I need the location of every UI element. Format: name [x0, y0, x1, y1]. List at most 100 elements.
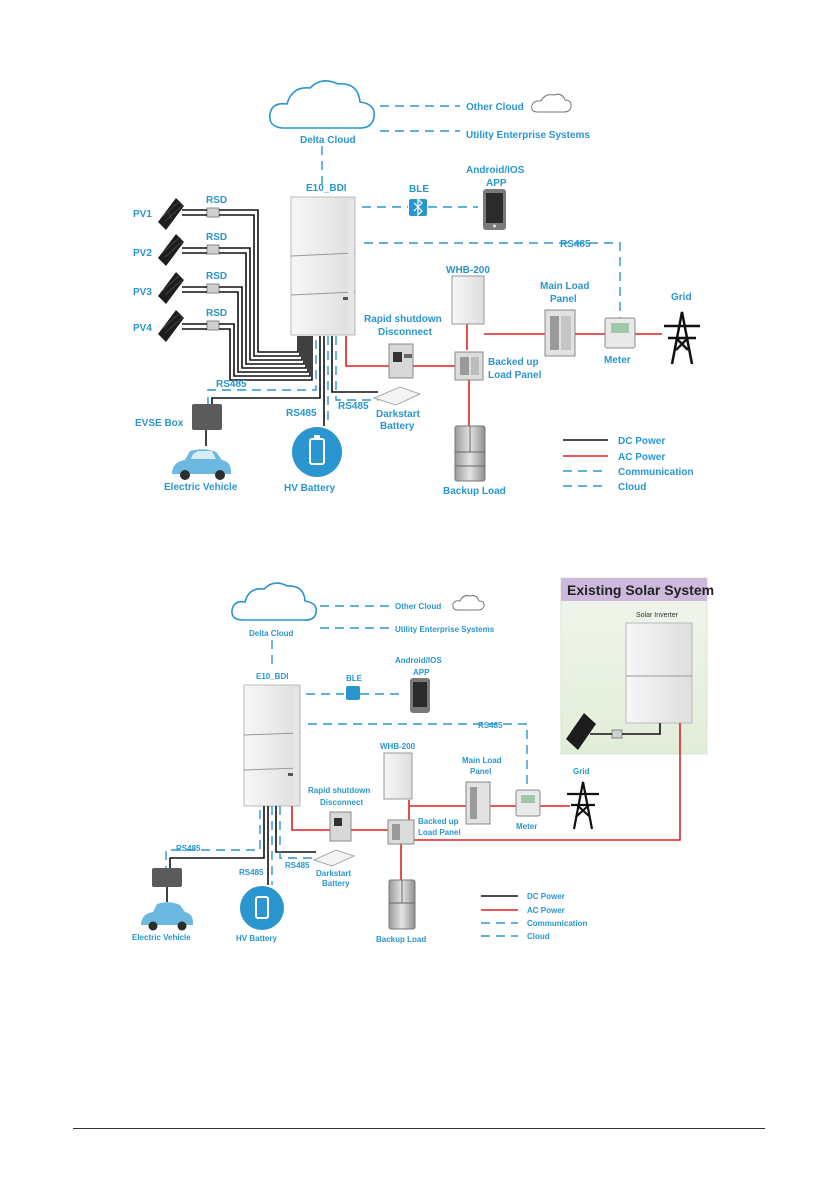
backed-up-panel — [454, 351, 484, 381]
main-load-2-line1: Main Load — [462, 756, 502, 765]
evse-rs485-link — [207, 340, 317, 404]
pv1-label: PV1 — [133, 209, 152, 220]
darkstart-comm-line-2 — [279, 806, 316, 859]
existing-solar-title: Existing Solar System — [567, 582, 714, 598]
inverter-label-2: E10_BDI — [256, 672, 288, 681]
rsd4-box — [206, 320, 220, 331]
pv2-label: PV2 — [133, 248, 152, 259]
pv1-panel-icon — [158, 198, 184, 230]
evse-dc-line — [211, 336, 321, 404]
ac-wiring — [345, 323, 662, 426]
rapid-label-line2: Disconnect — [378, 327, 433, 338]
darkstart-label-2-line1: Darkstart — [316, 869, 351, 878]
ev-rs485-label-2: RS485 — [176, 844, 201, 853]
ev-rs485-link-2 — [165, 810, 261, 868]
ble-label: BLE — [409, 184, 429, 195]
backup-load-label-2: Backup Load — [376, 935, 426, 944]
grid-label: Grid — [671, 292, 692, 303]
existing-pv-panel-icon — [566, 713, 596, 750]
evse-rs485-label: RS485 — [216, 379, 247, 390]
bluetooth-icon-2 — [346, 686, 360, 700]
main-load-2-line2: Panel — [470, 767, 491, 776]
other-cloud-icon-2 — [452, 595, 485, 611]
hv-rs485-label-2: RS485 — [239, 868, 264, 877]
inverter-label: E10_BDI — [306, 183, 347, 194]
rapid-shutdown-switch-2 — [329, 811, 352, 842]
backed-label-2-line2: Load Panel — [418, 828, 461, 837]
ble-label-2: BLE — [346, 674, 363, 683]
grid-tower-icon-2 — [567, 781, 599, 830]
legend1-ac: AC Power — [618, 452, 665, 463]
legend1-dc: DC Power — [618, 436, 665, 447]
pv3-label: PV3 — [133, 287, 152, 298]
whb-box — [451, 275, 485, 325]
rs485-meter-link — [364, 242, 621, 318]
electric-vehicle-icon-2 — [141, 902, 194, 931]
darkstart-label-2-line2: Battery — [322, 879, 350, 888]
darkstart-battery-icon-2 — [312, 849, 356, 867]
hv-rs485-label: RS485 — [286, 408, 317, 419]
inverter-unit — [290, 196, 356, 336]
meter-icon — [604, 317, 636, 349]
whb-label-2: WHB-200 — [380, 742, 416, 751]
rs485-top-label-2: RS485 — [478, 721, 503, 730]
legend2-dc: DC Power — [527, 892, 565, 901]
hv-label-2: HV Battery — [236, 934, 277, 943]
darkstart-dc-line-2 — [275, 806, 316, 853]
pv4-panel-icon — [158, 310, 184, 342]
delta-cloud-icon-2 — [231, 582, 318, 621]
ev-dc-line-2 — [169, 806, 265, 868]
footer-divider — [73, 1128, 765, 1129]
app-label-line1: Android/IOS — [466, 165, 525, 176]
darkstart-battery-icon — [372, 386, 422, 406]
whb-box-2 — [383, 752, 413, 800]
ev-label: Electric Vehicle — [164, 482, 238, 493]
utility-label: Utility Enterprise Systems — [466, 130, 590, 141]
legend2-ac: AC Power — [527, 906, 565, 915]
evse-box-2 — [152, 868, 182, 887]
main-load-panel-2 — [465, 781, 491, 825]
delta-cloud-icon — [268, 80, 376, 129]
delta-cloud-label-2: Delta Cloud — [249, 629, 294, 638]
meter-label: Meter — [604, 355, 631, 366]
main-load-panel — [544, 309, 576, 357]
legend2-cloud: Cloud — [527, 932, 550, 941]
other-cloud-icon — [531, 93, 572, 113]
meter-label-2: Meter — [516, 822, 537, 831]
backed-up-panel-2 — [387, 819, 415, 845]
grid-tower-icon — [664, 311, 700, 365]
ac-wiring-2 — [291, 800, 570, 880]
other-cloud-label-2: Other Cloud — [395, 602, 441, 611]
backed-label-line1: Backed up — [488, 357, 539, 368]
smartphone-icon — [483, 189, 506, 230]
backup-load-label: Backup Load — [443, 486, 506, 497]
darkstart-dc-line — [331, 336, 378, 393]
fridge-icon-2 — [388, 879, 416, 930]
rs485-meter-link-2 — [308, 723, 528, 790]
hv-battery-icon — [292, 427, 342, 477]
rsd3-label: RSD — [206, 271, 227, 282]
solar-inverter-unit — [625, 622, 693, 724]
legend-1: DC Power AC Power Communication Cloud — [563, 436, 694, 493]
rapid-label-line1: Rapid shutdown — [364, 314, 442, 325]
other-cloud-label: Other Cloud — [466, 102, 524, 113]
existing-solar-header — [561, 578, 707, 601]
fridge-icon — [454, 425, 486, 482]
rs485-top-label: RS485 — [560, 239, 591, 250]
inverter-unit-2 — [243, 684, 301, 807]
delta-cloud-label: Delta Cloud — [300, 135, 356, 146]
rsd2-label: RSD — [206, 232, 227, 243]
main-load-line2: Panel — [550, 294, 577, 305]
pv2-panel-icon — [158, 234, 184, 266]
legend1-cloud: Cloud — [618, 482, 646, 493]
ev-label-2: Electric Vehicle — [132, 933, 191, 942]
meter-icon-2 — [515, 789, 541, 817]
rsd2-box — [206, 244, 220, 255]
legend2-comm: Communication — [527, 919, 588, 928]
electric-vehicle-icon — [172, 449, 232, 480]
existing-ac-line — [409, 723, 681, 841]
backed-label-2-line1: Backed up — [418, 817, 459, 826]
rsd4-label: RSD — [206, 308, 227, 319]
rapid-label-2-line1: Rapid shutdown — [308, 786, 370, 795]
